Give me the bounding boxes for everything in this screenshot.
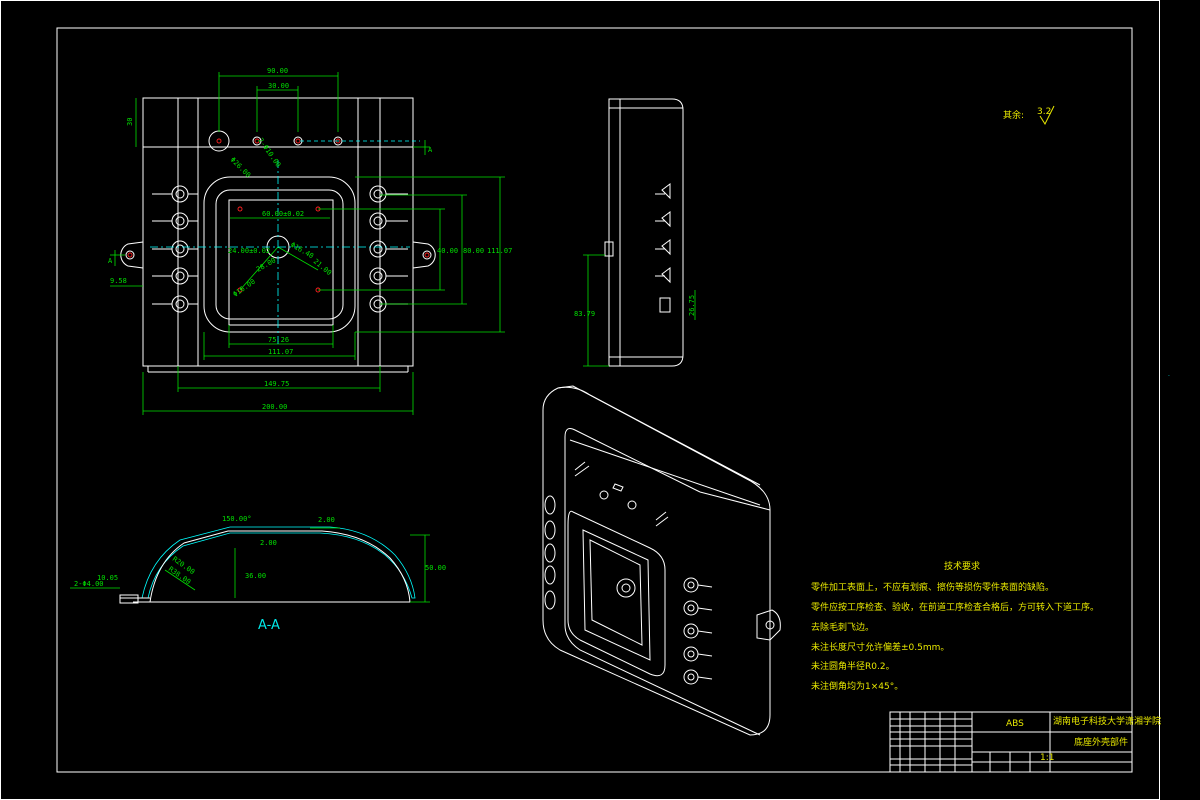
tech-item-1: 零件加工表面上，不应有划痕、擦伤等损伤零件表面的缺陷。: [811, 581, 1054, 593]
dim-10: 10.05: [97, 574, 118, 582]
material-label: ABS: [1006, 719, 1024, 729]
dim-90: 90.00: [267, 67, 288, 75]
roughness-label: 其余:: [1003, 109, 1024, 121]
dim-150deg: 150.00°: [222, 515, 252, 523]
section-label: A-A: [258, 618, 280, 633]
iso-view: [542, 385, 781, 736]
side-view: 83.79 26.75: [574, 98, 696, 367]
tech-item-6: 未注倒角均为1×45°。: [811, 680, 903, 692]
dim-83: 83.79: [574, 310, 595, 318]
outer-border: [0, 0, 1160, 800]
right-buttons: [369, 185, 408, 313]
dim-111-h: 111.07: [268, 348, 293, 356]
dim-60: 60.00±0.02: [262, 210, 304, 218]
section-mark-left: A: [108, 257, 113, 265]
window-outer: [203, 176, 356, 333]
dim-small: 26.75: [688, 295, 696, 316]
window-inner: [215, 189, 344, 320]
dim-r3: 21.00: [312, 257, 333, 277]
left-buttons: [152, 185, 198, 313]
right-ear: [412, 241, 436, 269]
dim-200: 200.00: [262, 403, 287, 411]
title-block: ABS 湖南电子科技大学潇湘学院 底座外壳部件 1:1: [889, 711, 1161, 773]
roughness-symbol: 其余: 3.2: [1003, 105, 1055, 126]
section-mark-right: A: [428, 146, 433, 154]
dim-40: 40.00: [437, 247, 458, 255]
dim-phi26: Φ26.00: [229, 156, 253, 180]
roughness-value: 3.2: [1037, 107, 1051, 117]
dim-75: 75.26: [268, 336, 289, 344]
inner-border: [56, 27, 1133, 773]
dim-2b: 2.00: [260, 539, 277, 547]
top-view: 90.00 30.00 30 Φ26.00 2-Φ10.00 60.00±0.0…: [108, 67, 512, 415]
top-hole-large: [208, 130, 230, 152]
dim-r-left: 24.00±0.02: [228, 247, 270, 255]
dim-80: 80.00: [463, 247, 484, 255]
dim-r2: Φ16.00: [232, 278, 257, 299]
part-name-label: 底座外壳部件: [1074, 736, 1128, 748]
dim-36: 36.00: [245, 572, 266, 580]
scale-label: 1:1: [1040, 753, 1054, 763]
dim-30: 30.00: [268, 82, 289, 90]
section-view: 150.00° 2.00 2.00 36.00 50.00 R20.00 R38…: [70, 515, 446, 633]
tech-item-5: 未注圆角半径R0.2。: [811, 660, 895, 672]
tech-item-2: 零件应按工序检查、验收，在前道工序检查合格后，方可转入下道工序。: [811, 601, 1099, 613]
dim-111-v: 111.07: [487, 247, 512, 255]
window-plate: [228, 199, 334, 326]
dim-phi: Φ16.40: [289, 241, 315, 261]
tech-item-3: 去除毛刺飞边。: [811, 621, 874, 633]
dim-50: 50.00: [425, 564, 446, 572]
dim-r1: 28.00: [255, 256, 277, 273]
tech-title: 技术要求: [944, 560, 980, 572]
school-label: 湖南电子科技大学潇湘学院: [1053, 715, 1161, 727]
dim-holes: 2-Φ10.00: [256, 137, 282, 169]
dim-9-58: 9.58: [110, 277, 127, 285]
tech-item-4: 未注长度尺寸允许偏差±0.5mm。: [811, 641, 949, 653]
dim-149: 149.75: [264, 380, 289, 388]
dim-hole: 2-Φ4.00: [74, 580, 104, 588]
centerlines: [150, 140, 420, 345]
tech-requirements: 技术要求 零件加工表面上，不应有划痕、擦伤等损伤零件表面的缺陷。 零件应按工序检…: [811, 560, 1099, 692]
dim-side-top: 30: [126, 118, 134, 126]
dim-2: 2.00: [318, 516, 335, 524]
stray-dot: .: [1168, 371, 1170, 378]
